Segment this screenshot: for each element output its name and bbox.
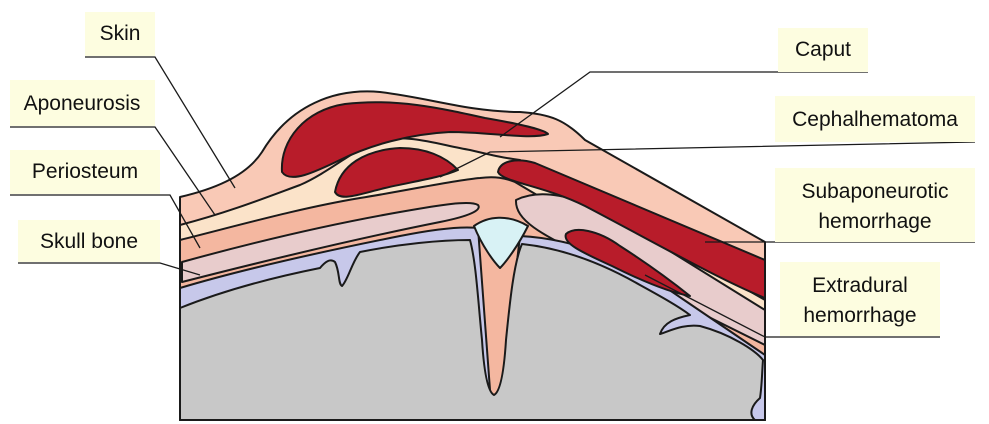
cross-section — [180, 91, 765, 420]
aponeurosis-label: Aponeurosis — [24, 92, 141, 115]
subaponeurotic-label-line1: Subaponeurotic — [801, 180, 948, 203]
extradural-label-line1: Extradural — [812, 274, 908, 297]
periosteum-label: Periosteum — [32, 160, 138, 183]
skull-bone-label: Skull bone — [40, 230, 138, 253]
skin-label: Skin — [100, 22, 141, 45]
caput-label: Caput — [795, 38, 851, 61]
subaponeurotic-label-line2: hemorrhage — [818, 210, 931, 233]
skull-bone-leader — [18, 263, 200, 275]
extradural-label-line2: hemorrhage — [803, 304, 916, 327]
cephalhematoma-label: Cephalhematoma — [792, 108, 958, 131]
